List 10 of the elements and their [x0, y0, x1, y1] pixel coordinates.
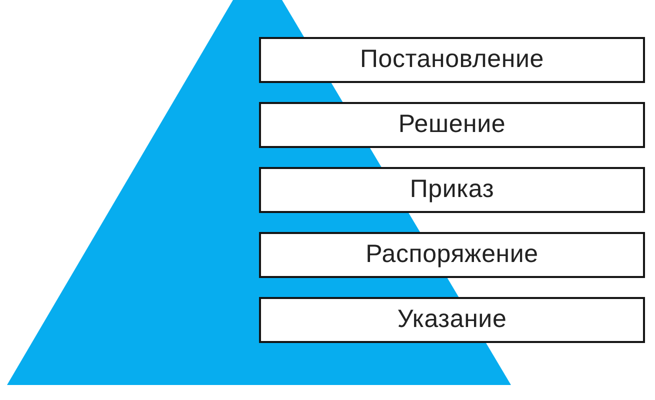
level-box: [259, 102, 645, 148]
level-box: [259, 37, 645, 83]
level-label: Распоряжение: [366, 241, 538, 269]
level-label: Постановление: [360, 46, 544, 74]
level-label: Указание: [397, 306, 507, 334]
level-box: [259, 297, 645, 343]
level-box: [259, 167, 645, 213]
level-label: Решение: [398, 111, 506, 139]
level-box: [259, 232, 645, 278]
level-label: Приказ: [410, 176, 494, 204]
